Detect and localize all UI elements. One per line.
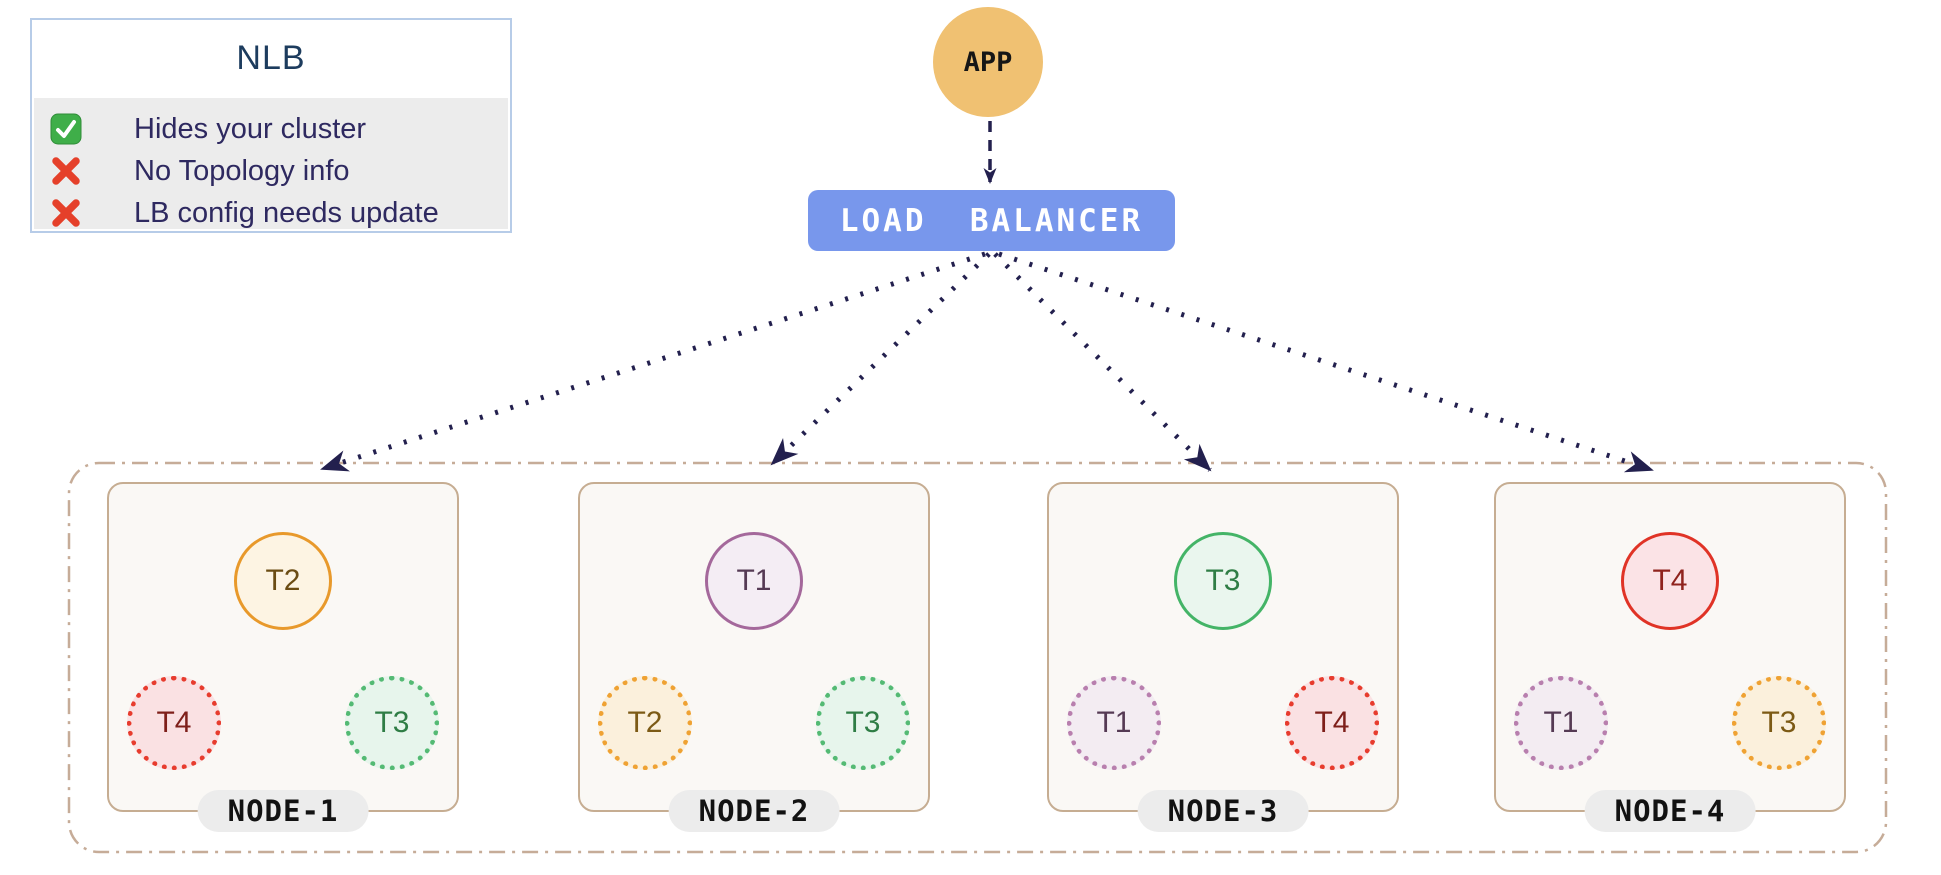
- node-box-4: T4 T1 T3 NODE-4: [1494, 482, 1846, 832]
- pod-label: T4: [1314, 706, 1350, 739]
- pod-label: T3: [374, 706, 410, 739]
- legend-item-text: Hides your cluster: [134, 112, 367, 145]
- pod-circle: T3: [345, 676, 439, 770]
- node-box-3: T3 T1 T4 NODE-3: [1047, 482, 1399, 832]
- node-box-2: T1 T2 T3 NODE-2: [578, 482, 930, 832]
- legend-item: LB config needs update: [50, 192, 508, 234]
- legend-item: Hides your cluster: [50, 108, 508, 150]
- cross-icon: [52, 199, 80, 227]
- node-box-1: T2 T4 T3 NODE-1: [107, 482, 459, 832]
- pod-circle: T2: [598, 676, 692, 770]
- app-node: APP: [933, 7, 1043, 117]
- pod-label: T1: [736, 564, 772, 597]
- node-label: NODE-3: [1137, 790, 1309, 832]
- node-label: NODE-1: [197, 790, 369, 832]
- pod-label: T3: [1761, 706, 1797, 739]
- pod-circle: T4: [1285, 676, 1379, 770]
- legend-item-text: LB config needs update: [134, 196, 439, 229]
- load-balancer-node: LOAD BALANCER: [808, 190, 1175, 251]
- app-label: APP: [963, 46, 1013, 78]
- pod-circle: T1: [705, 532, 803, 630]
- pod-circle: T1: [1514, 676, 1608, 770]
- pod-circle: T3: [816, 676, 910, 770]
- legend-item: No Topology info: [50, 150, 508, 192]
- pod-circle: T4: [127, 676, 221, 770]
- pod-label: T3: [845, 706, 881, 739]
- pod-circle: T4: [1621, 532, 1719, 630]
- pod-circle: T2: [234, 532, 332, 630]
- arrow-lb-to-node3: [993, 252, 1212, 472]
- pod-label: T4: [156, 706, 192, 739]
- pod-label: T2: [627, 706, 663, 739]
- legend-title: NLB: [236, 38, 306, 77]
- check-icon: [50, 113, 82, 145]
- node-label: NODE-4: [1584, 790, 1756, 832]
- cross-icon: [52, 157, 80, 185]
- load-balancer-label: LOAD BALANCER: [839, 202, 1144, 239]
- arrow-lb-to-node1: [320, 251, 986, 472]
- node-label: NODE-2: [668, 790, 840, 832]
- pod-circle: T3: [1732, 676, 1826, 770]
- legend-body: Hides your cluster No Topology info LB c…: [34, 98, 508, 229]
- pod-label: T1: [1543, 706, 1579, 739]
- pod-label: T2: [265, 564, 301, 597]
- arrow-lb-to-node2: [770, 252, 991, 466]
- pod-circle: T3: [1174, 532, 1272, 630]
- pod-label: T3: [1205, 564, 1241, 597]
- pod-label: T1: [1096, 706, 1132, 739]
- pod-circle: T1: [1067, 676, 1161, 770]
- pod-label: T4: [1652, 564, 1688, 597]
- legend-item-text: No Topology info: [134, 154, 350, 187]
- arrow-lb-to-node4: [998, 251, 1654, 473]
- legend-panel: NLB Hides your cluster No Topology info: [30, 18, 512, 233]
